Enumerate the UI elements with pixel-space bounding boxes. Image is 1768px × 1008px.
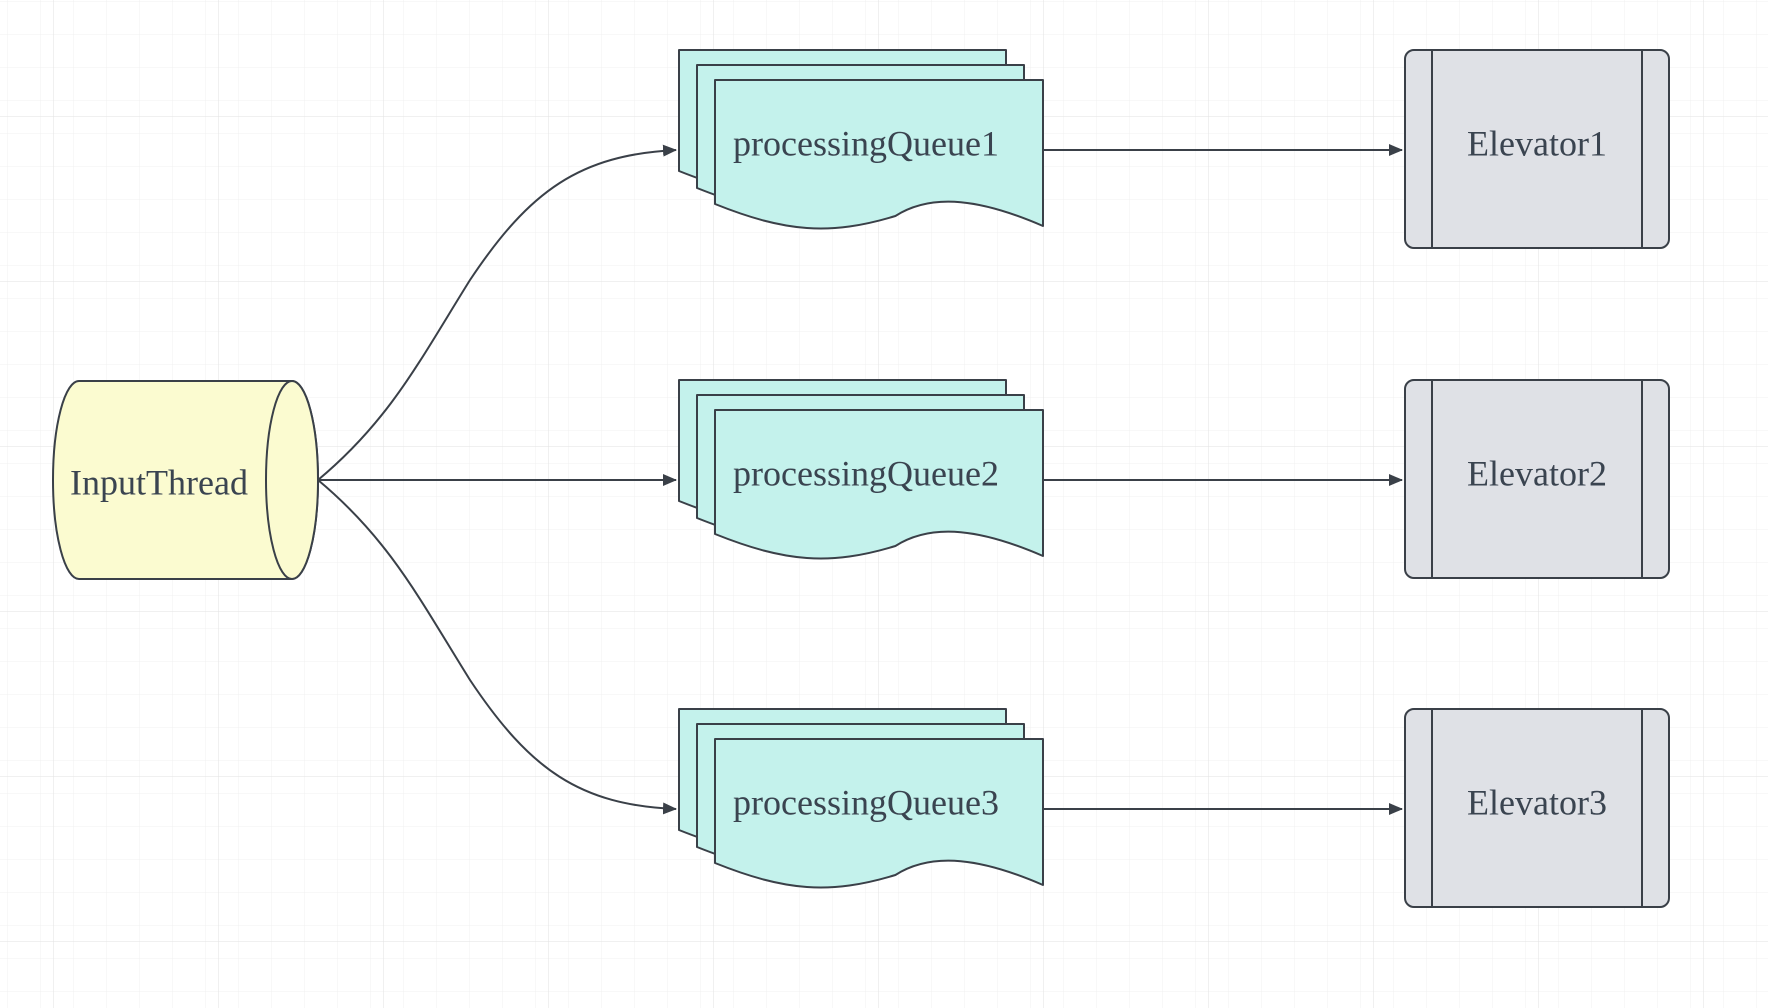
input-thread-label: InputThread <box>70 462 248 502</box>
queue-label: processingQueue2 <box>733 453 999 493</box>
elevator-label: Elevator2 <box>1467 453 1607 493</box>
elevator-node-1[interactable]: Elevator1 <box>1404 49 1670 249</box>
elevator-box <box>1404 379 1670 579</box>
queue-node-1[interactable]: processingQueue1 <box>678 49 1044 230</box>
queue-node-2[interactable]: processingQueue2 <box>678 379 1044 560</box>
cylinder-cap <box>265 380 319 580</box>
elevator-label: Elevator3 <box>1467 782 1607 822</box>
queue-node-3[interactable]: processingQueue3 <box>678 708 1044 889</box>
elevator-label: Elevator1 <box>1467 123 1607 163</box>
queue-document-layer <box>714 738 1044 889</box>
queue-nodes: processingQueue1 processingQueue2 processi… <box>678 49 1044 889</box>
edge-input-to-queue3[interactable] <box>317 479 677 815</box>
queue-label: processingQueue1 <box>733 123 999 163</box>
elevator-box <box>1404 708 1670 908</box>
queue-label: processingQueue3 <box>733 782 999 822</box>
edges <box>317 144 1403 815</box>
queue-document-layer <box>714 79 1044 230</box>
edge-input-to-queue1[interactable] <box>317 144 677 481</box>
elevator-node-2[interactable]: Elevator2 <box>1404 379 1670 579</box>
queue-document-layer <box>714 409 1044 560</box>
elevator-node-3[interactable]: Elevator3 <box>1404 708 1670 908</box>
input-thread-node[interactable]: InputThread <box>52 380 319 580</box>
elevator-box <box>1404 49 1670 249</box>
